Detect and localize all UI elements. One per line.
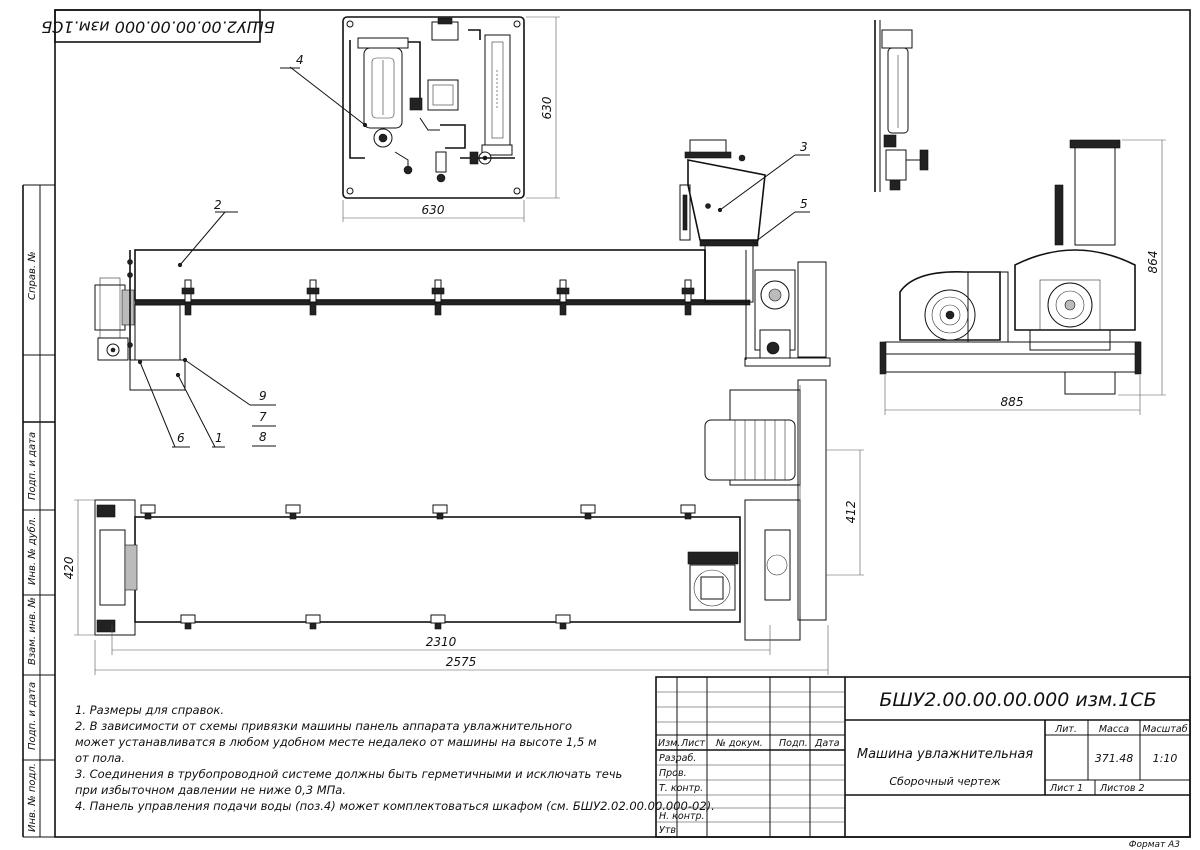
callout-9: 9: [259, 389, 267, 403]
row-prov: Пров.: [659, 768, 687, 779]
note-line: может устанавливатся в любом удобном мес…: [75, 735, 597, 749]
row-nkontr: Н. контр.: [659, 811, 705, 822]
callout-8: 8: [259, 430, 267, 444]
water-panel-view: [342, 16, 525, 199]
side-height-dim: 864: [1146, 251, 1160, 274]
col-date: Дата: [814, 738, 840, 749]
callout-leaders: [137, 66, 810, 448]
plan-clamp: [432, 504, 448, 520]
format-label: Формат А3: [1129, 840, 1181, 850]
callout-3: 3: [800, 140, 808, 154]
col-scale: Масштаб: [1142, 724, 1187, 735]
side-width-dim: 885: [1001, 395, 1024, 409]
nozzle-clamp: [306, 279, 320, 316]
callout-4: 4: [296, 53, 304, 67]
scale-value: 1:10: [1153, 752, 1178, 765]
mass-value: 371.48: [1095, 752, 1134, 765]
vzam-inv-label: Взам. инв. №: [27, 597, 38, 665]
plan-clamp: [285, 504, 301, 520]
callout-2: 2: [214, 198, 222, 212]
note-line: 3. Соединения в трубопроводной системе д…: [75, 767, 622, 781]
podp-data-label-1: Подп. и дата: [27, 432, 38, 500]
length-total-dim: 2575: [446, 655, 477, 669]
podp-data-label-2: Подп. и дата: [27, 682, 38, 750]
end-view: [879, 139, 1142, 395]
doc-type: Сборочный чертеж: [889, 775, 1000, 788]
note-line: 4. Панель управления подачи воды (поз.4)…: [75, 799, 715, 813]
nozzle-clamp: [681, 279, 695, 316]
panel-width-dim: 630: [422, 203, 445, 217]
side-strip-labels: Справ. № Подп. и дата Инв. № дубл. Взам.…: [26, 251, 38, 832]
callout-6: 6: [177, 431, 185, 445]
nozzle-clamp: [556, 279, 570, 316]
designation: БШУ2.00.00.00.000 изм.1СБ: [879, 689, 1156, 711]
plan-clamp: [305, 614, 321, 630]
col-mass: Масса: [1099, 724, 1129, 735]
panel-dimensions: [342, 16, 560, 222]
panel-side-view: [874, 20, 929, 192]
panel-height-dim: 630: [540, 96, 554, 119]
col-list: Лист: [680, 738, 706, 749]
sheet-count: Листов 2: [1099, 783, 1145, 794]
nozzle-clamp: [431, 279, 445, 316]
row-utv: Утв.: [659, 825, 679, 836]
title-block: [655, 676, 1191, 838]
sheet-number: Лист 1: [1049, 783, 1083, 794]
note-line: при избыточном давлении не ниже 0,3 МПа.: [75, 783, 346, 797]
end-view-dimensions: [884, 139, 1166, 415]
technical-notes: 1. Размеры для справок. 2. В зависимости…: [75, 703, 715, 813]
col-doc: № докум.: [715, 738, 763, 749]
col-lit: Лит.: [1054, 724, 1077, 735]
length-inner-dim: 2310: [426, 635, 457, 649]
callout-5: 5: [800, 197, 808, 211]
plan-clamp: [580, 504, 596, 520]
inv-podl-label: Инв. № подл.: [27, 763, 38, 832]
plan-clamp: [430, 614, 446, 630]
plan-width-dim: 412: [844, 501, 858, 524]
col-izm: Изм.: [658, 738, 680, 749]
callout-7: 7: [259, 410, 267, 424]
plan-height-dim: 420: [62, 556, 76, 579]
product-name: Машина увлажнительная: [857, 747, 1033, 762]
callout-1: 1: [215, 431, 223, 445]
plan-clamp: [680, 504, 696, 520]
row-tkontr: Т. контр.: [659, 783, 703, 794]
plan-clamp: [555, 614, 571, 630]
plan-view: [94, 379, 827, 641]
nozzle-clamp: [181, 279, 195, 316]
sprav-label: Справ. №: [27, 251, 38, 300]
plan-clamp: [180, 614, 196, 630]
plan-view-dimensions: [74, 449, 864, 675]
plan-clamp: [140, 504, 156, 520]
front-view: [94, 139, 831, 391]
sheet-frame: [22, 9, 1191, 838]
note-line: от пола.: [75, 751, 125, 765]
col-sign: Подп.: [779, 738, 808, 749]
inv-dubl-label: Инв. № дубл.: [26, 517, 38, 585]
row-razrab: Разраб.: [659, 753, 696, 764]
rotated-designation: БШУ2.00.00.00.000 изм.1СБ: [41, 18, 274, 37]
note-line: 1. Размеры для справок.: [75, 703, 224, 717]
note-line: 2. В зависимости от схемы привязки машин…: [75, 719, 572, 733]
